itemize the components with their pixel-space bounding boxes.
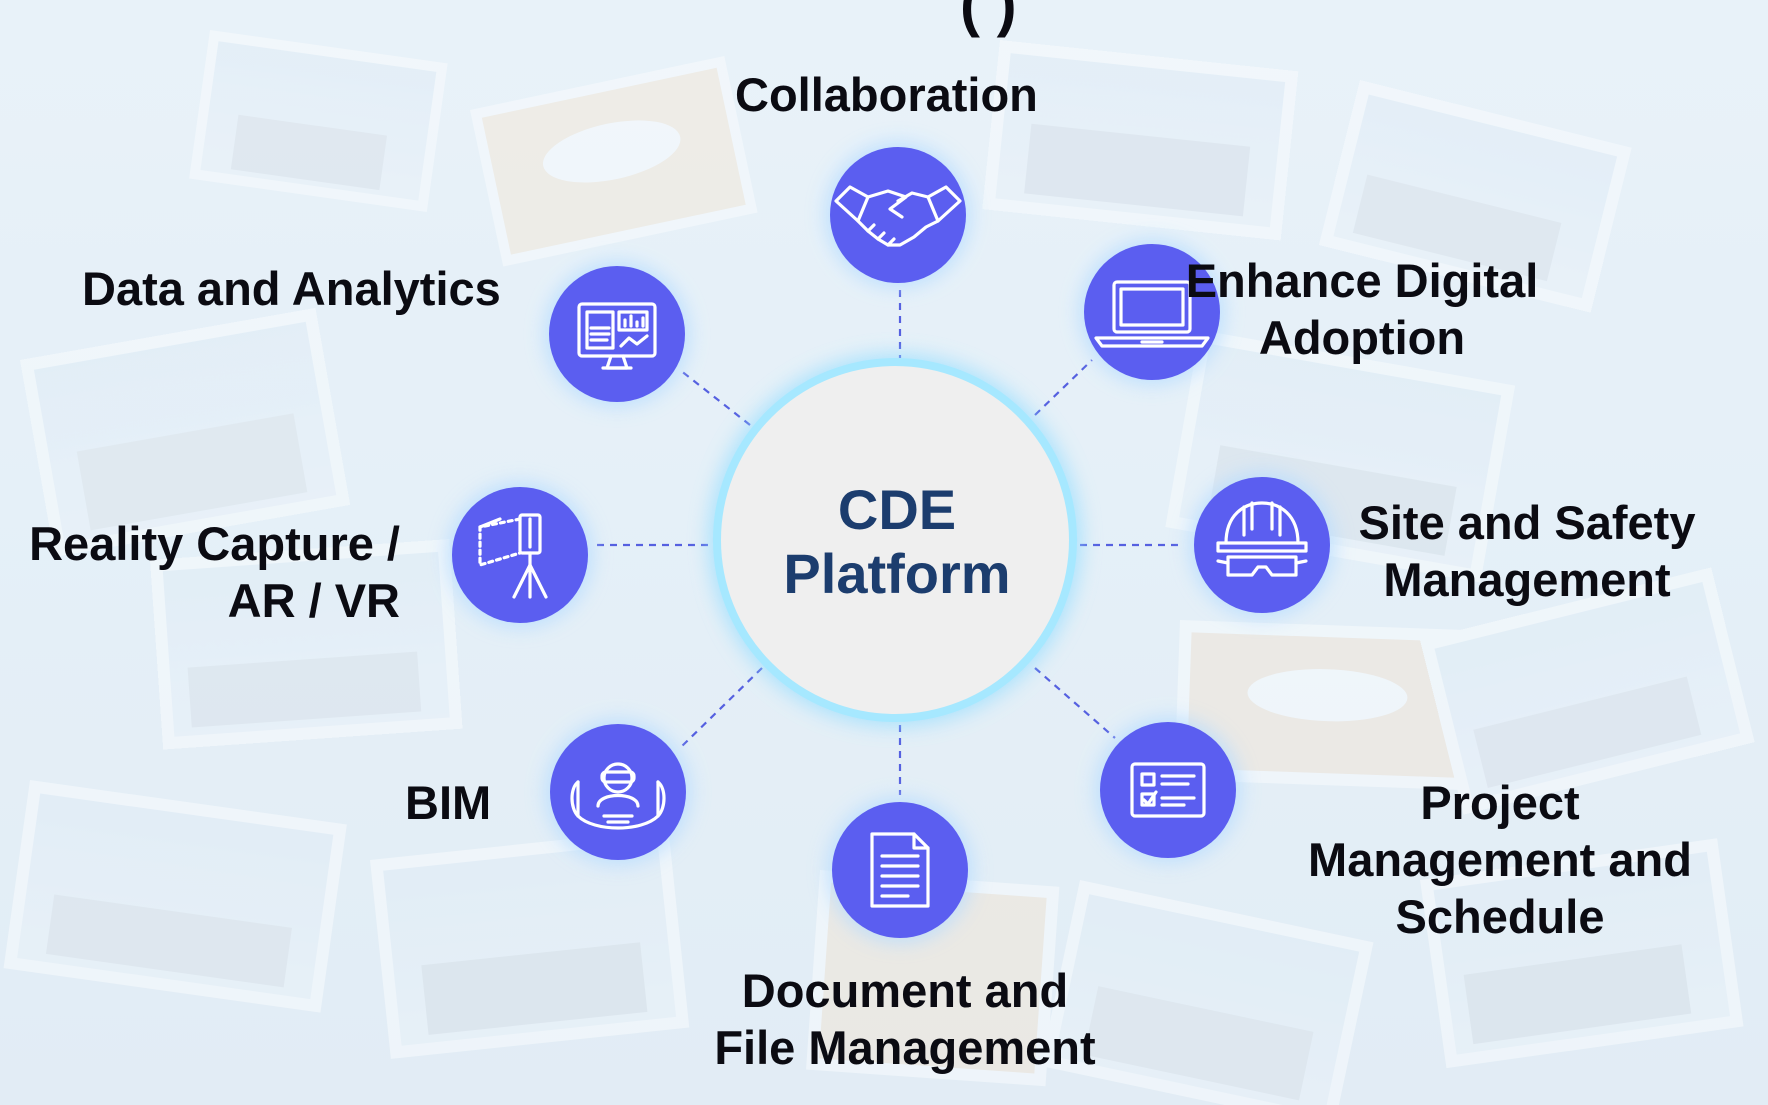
label-project-management: Project Management and Schedule <box>1308 776 1692 943</box>
label-site-and-safety: Site and Safety Management <box>1358 496 1696 606</box>
page-title-fragment: ( ) <box>960 0 1017 38</box>
checklist-card-icon <box>1130 762 1206 818</box>
node-reality-capture[interactable] <box>452 487 588 623</box>
node-data-and-analytics[interactable] <box>549 266 685 402</box>
node-project-management[interactable] <box>1100 722 1236 858</box>
center-label-line2: Platform <box>783 542 1011 605</box>
label-reality-capture: Reality Capture / AR / VR <box>29 517 400 627</box>
hardhat-goggles-icon <box>1216 501 1308 577</box>
analytics-monitor-icon <box>577 302 657 370</box>
center-circle <box>713 358 1077 722</box>
connector-project-management <box>1034 667 1116 739</box>
center-label: CDE Platform <box>717 478 1077 606</box>
node-document-management[interactable] <box>832 802 968 938</box>
vr-headset-person-icon <box>570 762 666 830</box>
label-bim: BIM <box>405 776 492 829</box>
label-collaboration: Collaboration <box>735 68 1038 121</box>
label-data-and-analytics: Data and Analytics <box>82 262 501 315</box>
document-icon <box>870 832 930 908</box>
center-label-line1: CDE <box>837 478 957 541</box>
connector-data-and-analytics <box>679 369 751 426</box>
label-enhance-digital-adoption: Enhance Digital Adoption <box>1185 254 1539 364</box>
laptop-icon <box>1094 280 1210 348</box>
connector-bim <box>679 667 763 749</box>
connector-enhance-digital-adoption <box>1034 359 1093 416</box>
handshake-icon <box>834 185 962 247</box>
node-site-and-safety[interactable] <box>1194 477 1330 613</box>
label-document-management: Document and File Management <box>714 964 1096 1074</box>
laser-scanner-tripod-icon <box>478 513 548 599</box>
